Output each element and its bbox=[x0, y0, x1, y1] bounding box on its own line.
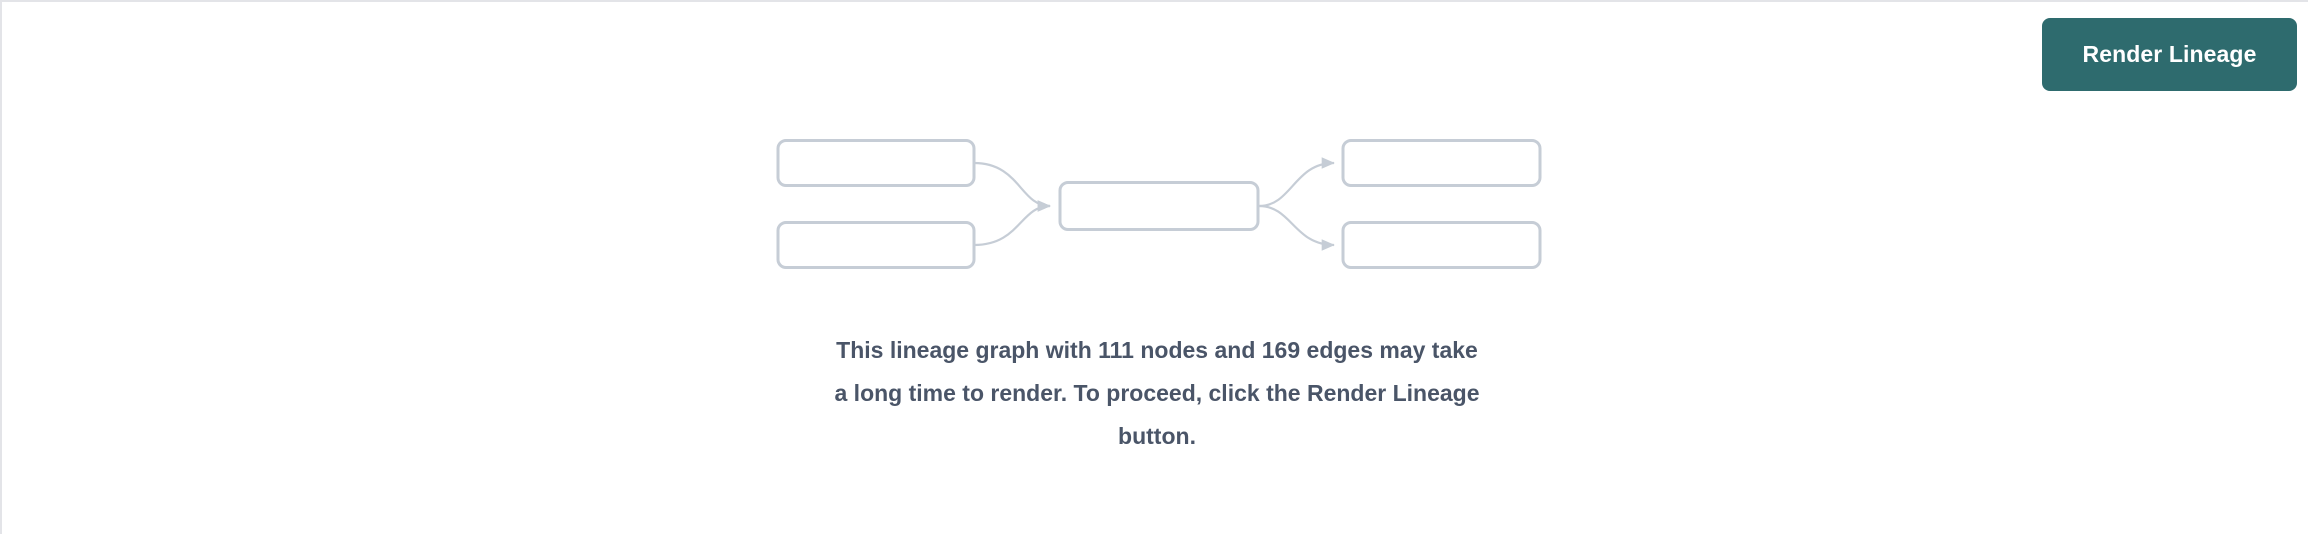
lineage-warning-message-line-1: This lineage graph with 111 nodes and 16… bbox=[836, 337, 1478, 363]
placeholder-edge-center-target2 bbox=[1258, 204, 1335, 251]
placeholder-node-target-2 bbox=[1341, 221, 1542, 269]
placeholder-edge-source1-center bbox=[973, 161, 1051, 212]
placeholder-edge-center-target1 bbox=[1258, 157, 1335, 208]
placeholder-node-center-1 bbox=[1058, 181, 1260, 231]
render-lineage-button[interactable]: Render Lineage bbox=[2042, 18, 2297, 91]
lineage-warning-message-line-3: button. bbox=[1118, 423, 1196, 449]
lineage-warning-message: This lineage graph with 111 nodes and 16… bbox=[737, 329, 1577, 458]
placeholder-node-source-1 bbox=[776, 139, 976, 187]
placeholder-edge-source2-center bbox=[973, 200, 1051, 247]
placeholder-edge-group bbox=[973, 157, 1335, 251]
placeholder-node-group bbox=[776, 139, 1542, 269]
placeholder-node-target-1 bbox=[1341, 139, 1542, 187]
lineage-warning-message-line-2: a long time to render. To proceed, click… bbox=[834, 380, 1480, 406]
lineage-graph-placeholder-illustration bbox=[762, 127, 1562, 282]
placeholder-node-source-2 bbox=[776, 221, 976, 269]
